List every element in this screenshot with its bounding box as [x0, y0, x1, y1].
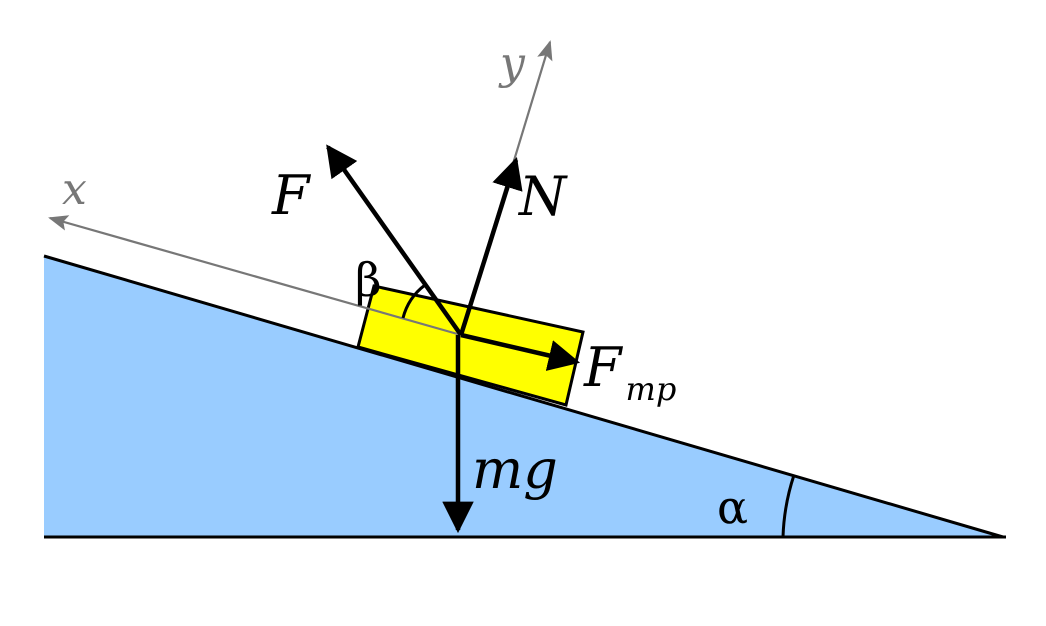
block: [356, 284, 585, 407]
gravity-label: mg: [472, 438, 558, 501]
friction-force-subscript: mp: [625, 370, 676, 408]
friction-force-main: F: [583, 336, 624, 399]
x-axis: [48, 215, 462, 337]
incline-surface: [43, 254, 1004, 539]
friction-force-arrow: [460, 332, 581, 371]
angle-beta-label: β: [355, 253, 382, 307]
force-f-label: F: [271, 164, 312, 227]
force-n-label: N: [517, 165, 568, 228]
y-axis-label: y: [498, 38, 526, 89]
angle-alpha-label: α: [717, 480, 748, 534]
force-f-arrow: [326, 144, 463, 337]
angle-beta-arc: [401, 283, 426, 319]
angle-alpha-arc: [781, 474, 796, 538]
force-n-arrow: [458, 156, 523, 336]
x-axis-label: x: [62, 164, 87, 215]
